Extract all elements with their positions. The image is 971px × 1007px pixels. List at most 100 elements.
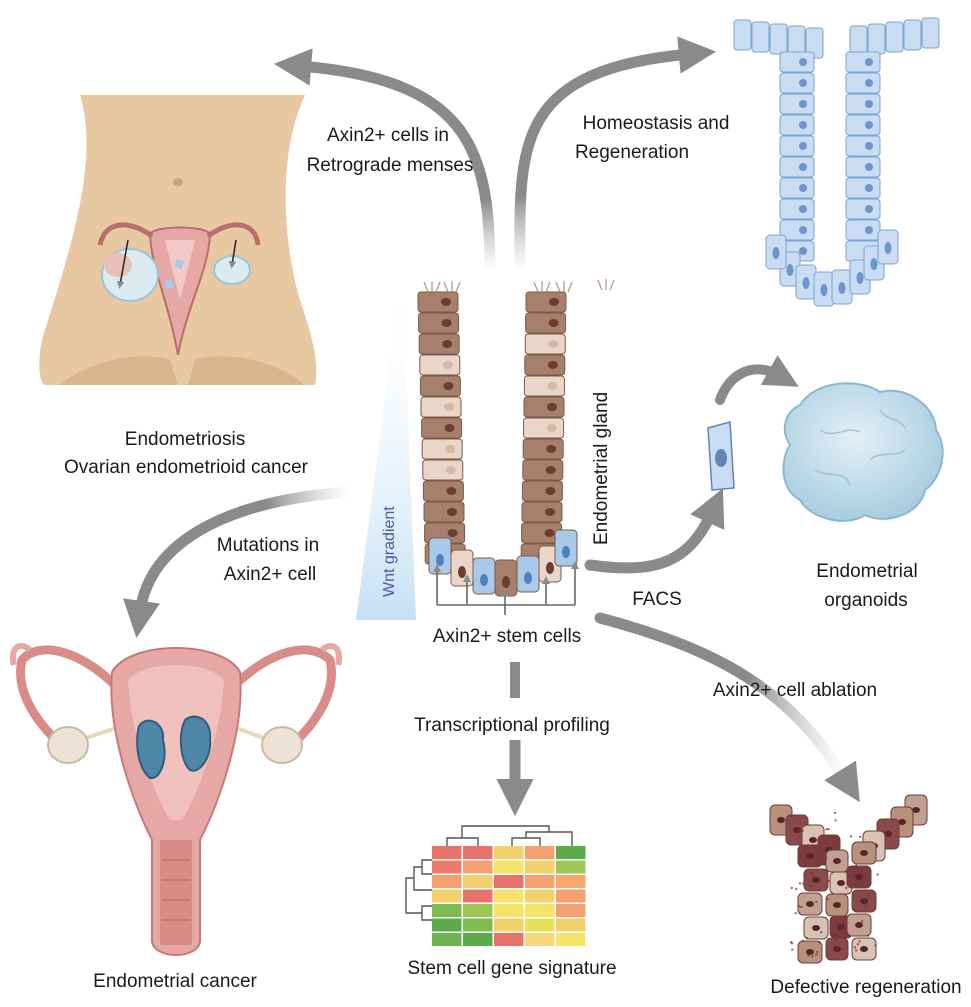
heatmap-cell [556,846,586,859]
endometriosis-torso [39,95,316,385]
sorted-stem-cell [708,422,734,490]
heatmap-cell [463,919,493,932]
regen-cell [780,73,814,93]
heatmap-cell [494,904,524,917]
endometrial-cancer-uterus [13,646,339,955]
arrow-to-organoids [720,369,778,400]
gland-cell [526,313,566,333]
heatmap-cell [525,933,555,946]
regen-cell [846,52,880,72]
regen-cell [780,115,814,135]
label-retrograde-line1: Axin2+ cells in [327,124,449,148]
gland-cell [418,292,458,312]
heatmap-cell [463,890,493,903]
defective-regeneration-gland [770,795,927,963]
label-transcriptional-profiling: Transcriptional profiling [414,714,610,738]
label-mutations-line2: Axin2+ cell [224,563,316,587]
heatmap-cell [525,904,555,917]
heatmap-cell [432,933,462,946]
heatmap-cell [494,875,524,888]
regen-cell [846,94,880,114]
heatmap-cell [525,846,555,859]
heatmap-cell [556,933,586,946]
label-mutations-line1: Mutations in [217,534,319,558]
heatmap-cell [432,861,462,874]
gland-cell [523,460,563,480]
gland-cell [524,397,564,417]
heatmap-cell [525,890,555,903]
regen-cell [780,157,814,177]
heatmap-cell [463,846,493,859]
label-homeostasis-line1: Homeostasis and [583,112,730,136]
heatmap-cell [432,846,462,859]
gland-cell [526,292,566,312]
regen-cell [846,73,880,93]
label-ovarian-cancer: Ovarian endometrioid cancer [64,456,308,480]
heatmap-cell [494,933,524,946]
regen-cell [780,136,814,156]
gland-cell [524,376,564,396]
endometrial-organoid [783,383,942,521]
label-retrograde-line2: Retrograde menses [307,154,474,178]
regen-cell [780,178,814,198]
gland-cell [525,355,565,375]
label-wnt-gradient: Wnt gradient [378,506,402,597]
heatmap-cell [432,904,462,917]
gland-cell [424,502,464,522]
gland-cell [522,502,562,522]
heatmap-cell [494,890,524,903]
gland-cell [423,460,463,480]
heatmap-cell [494,846,524,859]
regen-cell [846,157,880,177]
gland-cell [524,418,564,438]
gland-cell [522,481,562,501]
gland-cell [422,418,462,438]
heatmap-cell [463,933,493,946]
label-endometriosis: Endometriosis [125,428,245,452]
gland-cell [422,439,462,459]
regen-cell [780,94,814,114]
regenerating-gland [734,18,939,306]
gene-signature-heatmap [432,846,586,946]
heatmap-cell [463,875,493,888]
gland-cell [419,313,459,333]
heatmap-cell [525,875,555,888]
heatmap-cell [556,861,586,874]
label-endometrial-gland: Endometrial gland [590,392,614,545]
central-endometrial-gland [418,279,614,596]
heatmap-cell [556,890,586,903]
heatmap-cell [432,919,462,932]
label-ablation: Axin2+ cell ablation [713,679,877,703]
regen-cell [846,178,880,198]
gland-cell [419,334,459,354]
heatmap-cell [463,904,493,917]
label-endometrial-cancer: Endometrial cancer [93,970,257,994]
gland-cell [420,355,460,375]
label-defective-regeneration: Defective regeneration [770,976,961,1000]
heatmap-cell [525,861,555,874]
gland-cell [421,397,461,417]
heatmap-cell [463,861,493,874]
heatmap-cell [556,904,586,917]
heatmap-cell [432,890,462,903]
regen-cell [780,52,814,72]
regen-cell [846,115,880,135]
heatmap-cell [525,919,555,932]
heatmap-cell [556,919,586,932]
regen-cell [846,136,880,156]
regen-cell [780,199,814,219]
gland-cell [525,334,565,354]
heatmap-cell [556,875,586,888]
gland-cell [423,481,463,501]
label-gene-signature: Stem cell gene signature [407,957,616,981]
gland-cell [523,439,563,459]
heatmap-cell [432,875,462,888]
label-facs: FACS [632,588,682,612]
label-organoids-line2: organoids [824,589,907,613]
regen-cell [846,199,880,219]
label-stem-cells: Axin2+ stem cells [433,625,581,649]
label-homeostasis-line2: Regeneration [575,141,689,165]
heatmap-cell [494,919,524,932]
